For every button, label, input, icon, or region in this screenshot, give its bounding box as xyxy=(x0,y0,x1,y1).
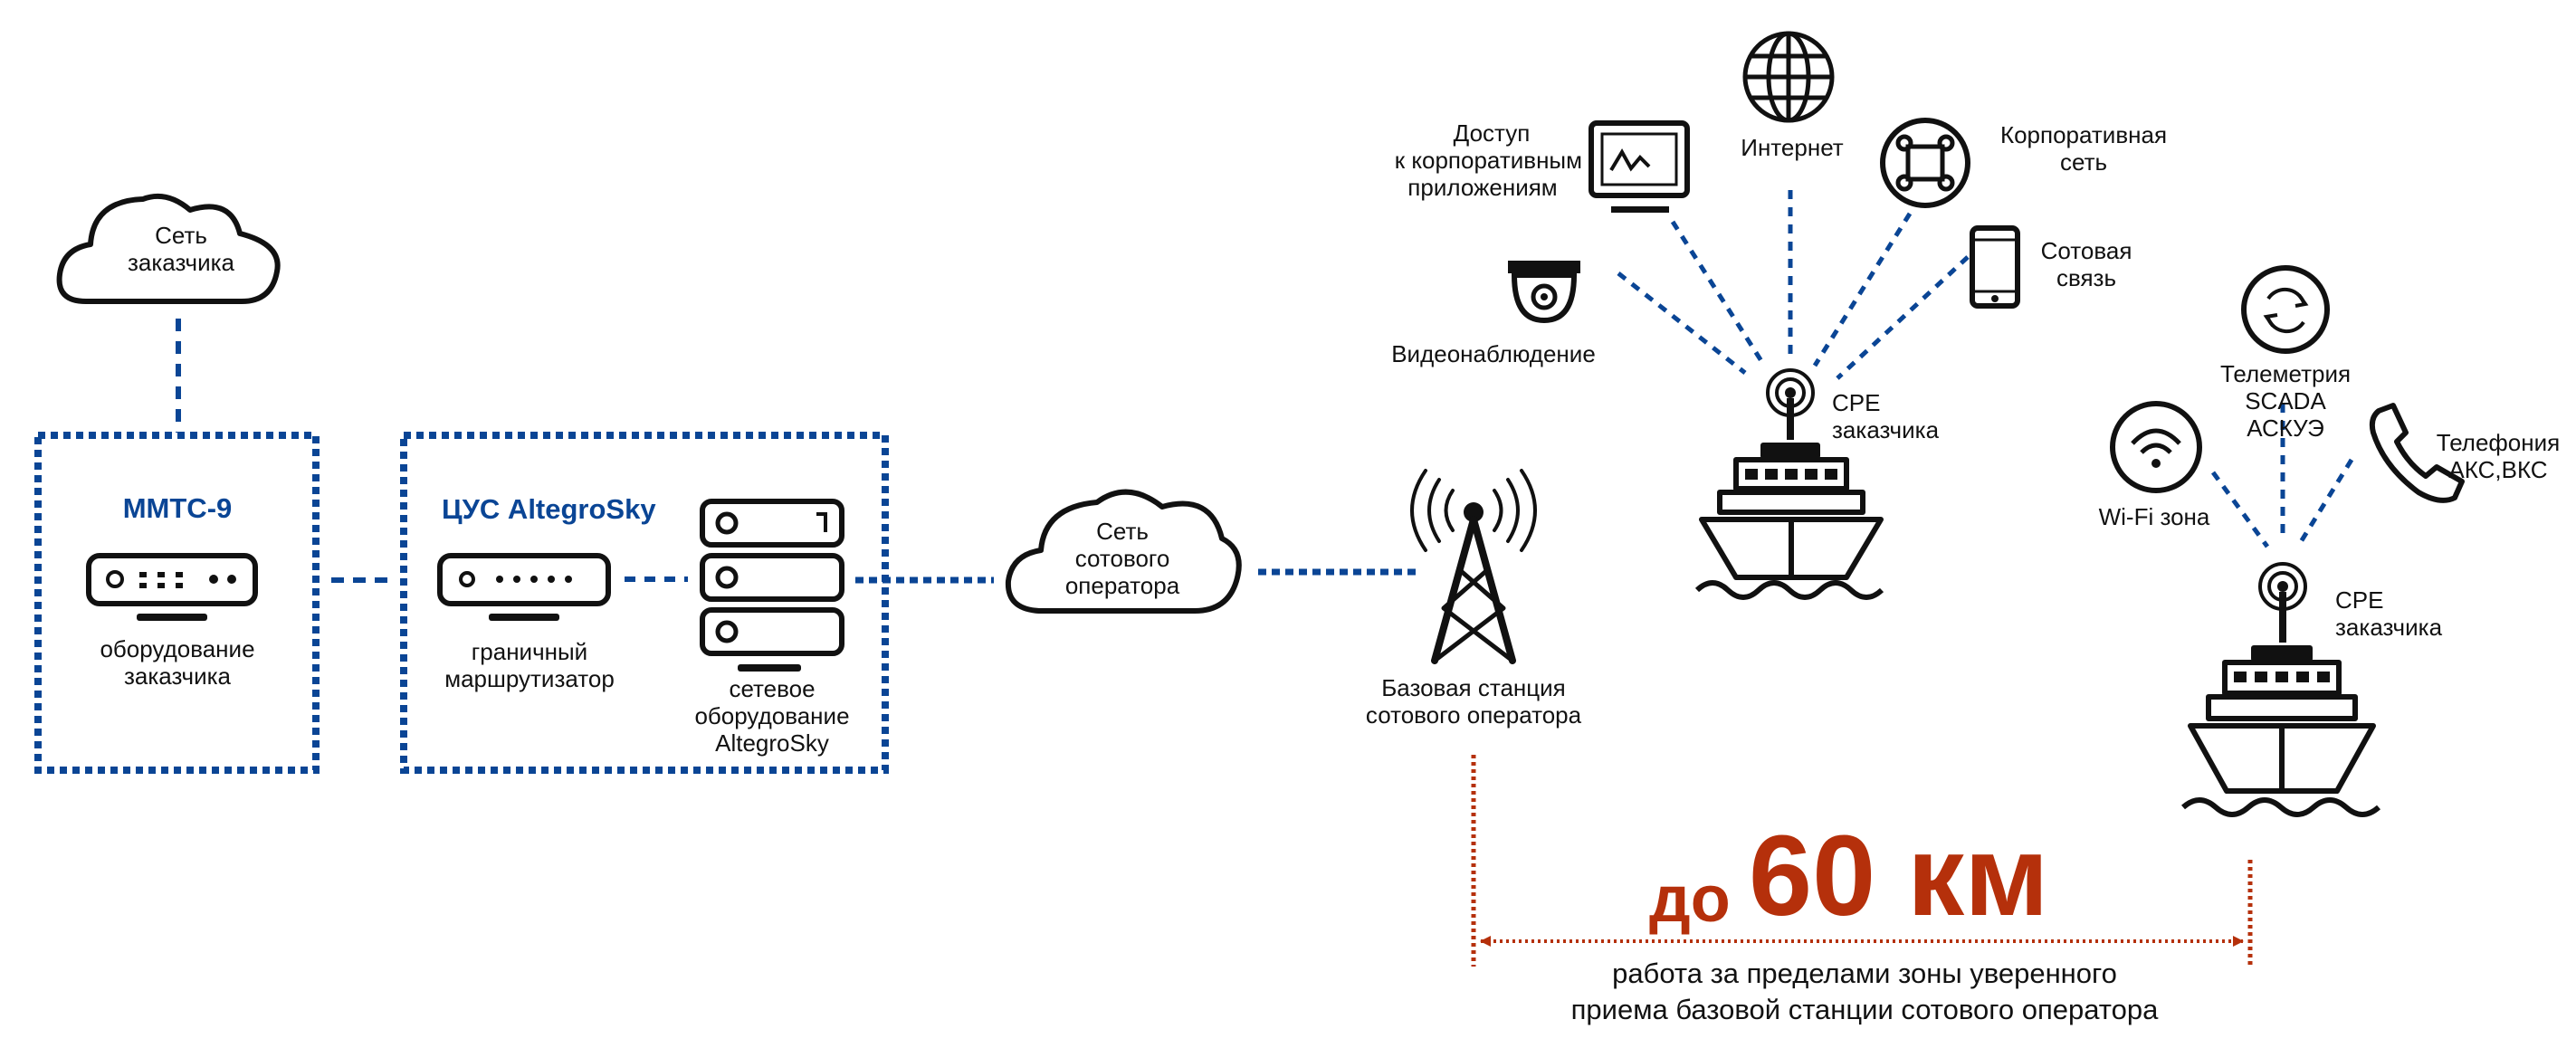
telephony-label: Телефония АКС,ВКС xyxy=(2429,429,2567,483)
range-caption: работа за пределами зоны уверенного прие… xyxy=(1412,956,2317,1028)
cpe-right-line2: заказчика xyxy=(2335,614,2443,641)
range-indicator xyxy=(1471,755,2253,967)
telephony-line2: АКС,ВКС xyxy=(2448,456,2548,483)
services-connectors-top xyxy=(1617,190,1970,380)
network-equipment-line1: сетевое xyxy=(729,675,816,702)
network-equipment-line2: оборудование xyxy=(694,702,850,729)
cpe-antenna-icon-top xyxy=(1766,368,1815,440)
cpe-top-line2: заказчика xyxy=(1832,416,1940,443)
cpe-top-label: CPE заказчика xyxy=(1832,389,1939,443)
cellular-network-line1: Сеть xyxy=(1096,518,1149,545)
customer-equipment-icon xyxy=(86,553,258,621)
cpe-antenna-icon-right xyxy=(2258,562,2307,643)
range-caption-line1: работа за пределами зоны уверенного xyxy=(1612,957,2117,989)
base-station-line2: сотового оператора xyxy=(1365,701,1582,729)
customer-network-label: Сеть заказчика xyxy=(63,222,299,276)
base-station-line1: Базовая станция xyxy=(1381,674,1566,701)
telemetry-line2: SCADA xyxy=(2245,387,2326,414)
corporate-apps-label: Доступ к корпоративным приложениям xyxy=(1347,119,1582,201)
customer-equipment-line2: заказчика xyxy=(123,662,232,690)
cellular-network-label: Сеть сотового оператора xyxy=(1023,518,1222,599)
services-connectors-right xyxy=(2210,404,2354,548)
base-station-label: Базовая станция сотового оператора xyxy=(1329,674,1618,729)
monitor-icon xyxy=(1589,120,1690,213)
customer-network-line1: Сеть xyxy=(155,222,207,249)
range-value: 60 км xyxy=(1749,812,2049,939)
cpe-right-label: CPE заказчика xyxy=(2335,586,2442,641)
corporate-network-icon xyxy=(1880,118,1970,208)
corporate-apps-line2: к корпоративным xyxy=(1394,147,1582,174)
customer-equipment-label: оборудование заказчика xyxy=(50,635,305,690)
telemetry-label: Телеметрия SCADA АСКУЭ xyxy=(2190,360,2380,442)
video-camera-icon xyxy=(1508,261,1580,324)
telemetry-sync-icon xyxy=(2241,265,2330,354)
range-caption-line2: приема базовой станции сотового оператор… xyxy=(1570,994,2159,1025)
wifi-zone-label: Wi-Fi зона xyxy=(2098,503,2210,530)
ship-icon-top xyxy=(1694,443,1884,600)
base-station-tower-icon xyxy=(1410,469,1537,664)
cellular-service-line2: связь xyxy=(2056,264,2117,291)
globe-icon xyxy=(1742,31,1835,123)
telemetry-line1: Телеметрия xyxy=(2219,360,2352,387)
corporate-apps-line3: приложениям xyxy=(1407,174,1558,201)
border-router-line1: граничный xyxy=(471,638,588,665)
wifi-zone-icon xyxy=(2110,401,2202,493)
cellular-network-line3: оператора xyxy=(1064,572,1180,599)
cus-title: ЦУС AltegroSky xyxy=(442,493,656,525)
range-prefix: до xyxy=(1649,863,1731,936)
border-router-line2: маршрутизатор xyxy=(444,665,615,692)
cpe-right-line1: CPE xyxy=(2335,586,2384,614)
ship-icon-right xyxy=(2181,645,2380,817)
network-equipment-line3: AltegroSky xyxy=(715,729,829,757)
customer-network-cloud-icon xyxy=(56,194,281,305)
border-router-icon xyxy=(437,553,611,621)
corporate-network-line1: Корпоративная xyxy=(1999,121,2168,148)
server-rack-icon xyxy=(700,499,844,672)
cellular-network-line2: сотового xyxy=(1074,545,1170,572)
network-equipment-label: сетевое оборудование AltegroSky xyxy=(659,675,885,757)
telephony-line1: Телефония xyxy=(2436,429,2561,456)
corporate-network-line2: сеть xyxy=(2059,148,2108,176)
telemetry-line3: АСКУЭ xyxy=(2247,414,2324,442)
cus-frame xyxy=(400,432,889,774)
video-surveillance-label: Видеонаблюдение xyxy=(1391,340,1596,367)
mmts-frame xyxy=(34,432,320,774)
mmts-title: ММТС-9 xyxy=(122,492,233,524)
telephone-handset-icon xyxy=(2369,403,2465,503)
cellular-service-line1: Сотовая xyxy=(2040,237,2132,264)
internet-label: Интернет xyxy=(1741,134,1844,161)
cpe-top-line1: CPE xyxy=(1832,389,1881,416)
customer-network-line2: заказчика xyxy=(127,249,235,276)
corporate-apps-line1: Доступ xyxy=(1453,119,1531,147)
cellular-network-cloud-icon xyxy=(1005,489,1242,614)
border-router-label: граничный маршрутизатор xyxy=(425,638,634,692)
cellular-service-label: Сотовая связь xyxy=(2018,237,2154,291)
mobile-phone-icon xyxy=(1970,225,2020,309)
customer-equipment-line1: оборудование xyxy=(100,635,255,662)
corporate-network-label: Корпоративная сеть xyxy=(1975,121,2192,176)
